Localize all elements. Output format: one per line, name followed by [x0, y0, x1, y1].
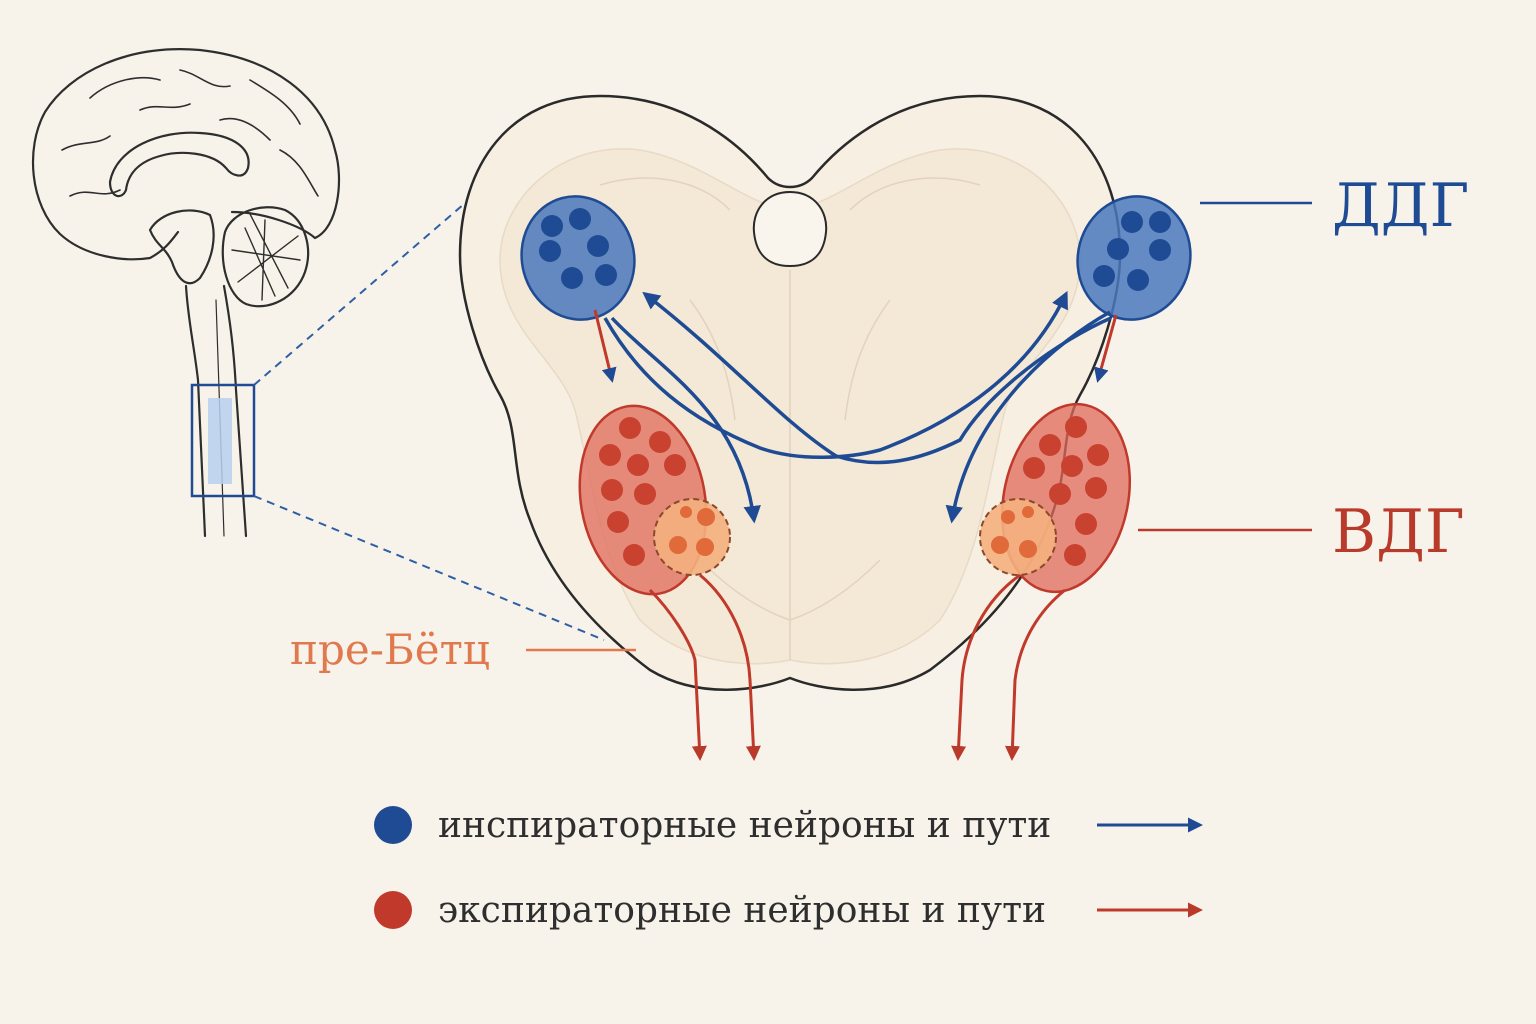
legend-item-inspiratory: инспираторные нейроны и пути — [374, 805, 1203, 846]
ddg-label: ДДГ — [1332, 171, 1469, 241]
corpus-callosum — [108, 131, 250, 198]
expiratory-path-right-1 — [951, 573, 1021, 761]
dorsal-group-left — [520, 195, 636, 321]
brainstem-outline — [184, 284, 248, 538]
inspiratory-legend-dot — [374, 806, 412, 844]
legend: инспираторные нейроны и пути экспираторн… — [374, 805, 1203, 931]
cerebellum-folia — [231, 213, 301, 301]
inspiratory-path-to-vrg-right — [945, 310, 1111, 524]
brain-sagittal-icon — [31, 48, 341, 538]
pre-botzinger-left — [653, 498, 731, 576]
medulla-highlight — [208, 398, 232, 484]
cerebrum-outline — [31, 48, 341, 261]
pre-botzinger-label: пре-Бётц — [290, 625, 490, 674]
cerebellum-outline — [221, 206, 310, 308]
inspiratory-path-upper-left — [642, 291, 837, 458]
vdg-label: ВДГ — [1332, 497, 1465, 567]
expiratory-path-left-1 — [648, 588, 707, 761]
medulla-zoom-box — [190, 383, 256, 498]
midbrain-outline — [148, 209, 215, 285]
expiratory-path-right-2 — [1004, 588, 1066, 761]
drg-to-vrg-arrow-left — [593, 309, 617, 383]
inspiratory-path-to-vrg-left — [610, 316, 761, 524]
drg-to-vrg-arrow-right — [1093, 314, 1118, 383]
dorsal-group-right — [1076, 195, 1192, 321]
zoom-line-bottom — [253, 495, 605, 641]
expiratory-legend-text: экспираторные нейроны и пути — [438, 890, 1046, 931]
pre-botzinger-right — [979, 498, 1057, 576]
expiratory-path-left-2 — [699, 573, 761, 761]
inspiratory-path-left-to-right — [603, 290, 1068, 459]
expiratory-legend-dot — [374, 891, 412, 929]
central-canal — [752, 190, 828, 268]
inspiratory-legend-text: инспираторные нейроны и пути — [438, 805, 1051, 846]
gyri-lines — [61, 69, 319, 197]
legend-item-expiratory: экспираторные нейроны и пути — [374, 890, 1203, 931]
